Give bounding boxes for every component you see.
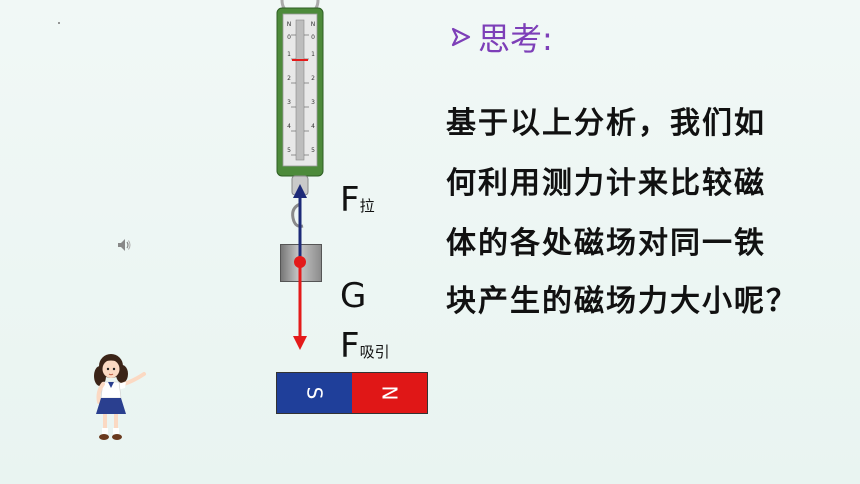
center-dot — [294, 256, 306, 268]
question-line: 基于以上分析，我们如 — [446, 106, 766, 141]
tick-label: N — [310, 21, 316, 28]
tick-label: 3 — [287, 99, 291, 106]
tick-label: 2 — [287, 75, 291, 82]
girl-illustration — [94, 354, 146, 440]
spring-scale — [276, 0, 324, 195]
label-f-attract: F吸引 — [340, 326, 390, 366]
tick-label: 5 — [287, 147, 291, 154]
tick-label: 2 — [311, 75, 315, 82]
arrow-bullet-icon — [451, 27, 471, 47]
scale-left-ticks: N 0 1 2 3 4 5 — [285, 17, 293, 163]
tick-label: 3 — [311, 99, 315, 106]
tick-label: 1 — [287, 51, 291, 58]
north-label: N — [377, 385, 402, 401]
stray-dot — [58, 22, 60, 24]
attract-arrowhead — [293, 336, 307, 350]
pull-subscript: 拉 — [359, 197, 375, 215]
tick-label: 5 — [311, 147, 315, 154]
tick-label: 0 — [287, 34, 291, 41]
question-line: 体的各处磁场对同一铁 — [446, 226, 766, 261]
tick-label: 4 — [287, 123, 291, 130]
label-gravity: G — [340, 276, 367, 316]
south-label: S — [302, 386, 327, 400]
tick-label: 4 — [311, 123, 315, 130]
magnet-south: S — [277, 373, 352, 413]
scale-right-ticks: N 0 1 2 3 4 5 — [309, 17, 317, 163]
question-line: 何利用测力计来比较磁 — [446, 166, 766, 201]
think-heading: 思考: — [450, 14, 553, 60]
magnet-north: N — [352, 373, 427, 413]
f-symbol: F — [340, 326, 360, 366]
label-f-pull: F拉 — [340, 180, 375, 220]
pull-arrowhead — [293, 184, 307, 198]
tick-label: 1 — [311, 51, 315, 58]
f-symbol: F — [340, 180, 360, 220]
question-line: 块产生的磁场力大小呢？ — [446, 284, 798, 319]
heading-text: 思考: — [478, 20, 553, 58]
bar-magnet: S N — [276, 372, 428, 414]
tick-label: 0 — [311, 34, 315, 41]
attract-subscript: 吸引 — [359, 343, 390, 361]
force-arrows — [293, 184, 307, 350]
tick-label: N — [286, 21, 292, 28]
speaker-icon[interactable] — [116, 237, 132, 253]
